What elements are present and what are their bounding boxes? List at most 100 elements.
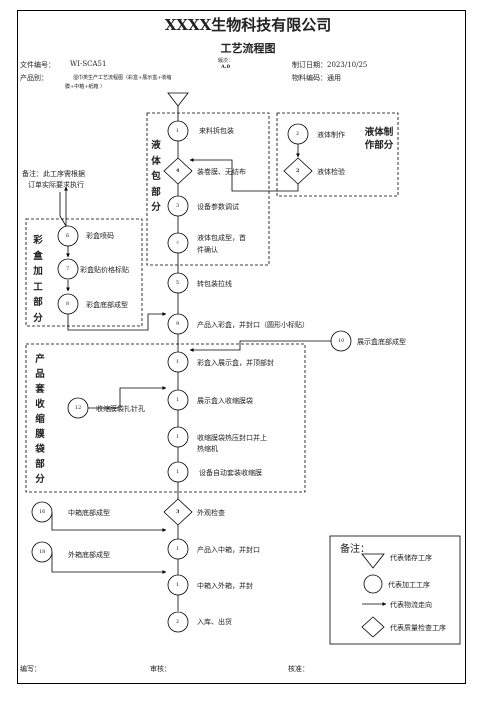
node-num: 4 [176,240,180,246]
node-circle-5 [167,272,189,294]
section-box-liquid-pack [146,112,270,266]
section-box-liquid-make [276,112,399,197]
version-label: 版次： [218,58,234,64]
liquid-node-label: 液体检验 [317,168,345,176]
legend-box [329,535,461,645]
colorbox-node-label: 彩盒喷码 [86,232,114,240]
node-label: 产品入中箱，并封口 [197,546,260,554]
node-num: 4 [176,168,180,174]
side-node-label: 收缩膜袋扎针孔 [96,405,145,413]
node-label: 装卷膜、无纺布 [197,168,246,176]
footer-prepared: 编写： [20,665,41,673]
node-circle-14 [167,611,189,633]
section-box-shrink [25,343,306,493]
node-label: 设备自动套装收缩膜 [199,469,262,477]
node-label: 中箱入外箱，并封 [197,582,253,590]
colorbox-node-num: 6 [66,233,70,239]
side-node-label: 中箱底部成型 [68,509,110,517]
side-node-label: 展示盒底部成型 [357,338,406,346]
node-label: 展示盒入收缩膜袋 [197,397,253,405]
legend-triangle-icon [361,553,385,569]
node-diamond-11 [163,498,193,526]
version-value: A.0 [221,64,231,70]
node-num: 1 [176,128,180,134]
legend-label-flow: 代表物流走向 [390,601,432,609]
node-num: 2 [176,619,180,625]
node-num: 3 [176,203,180,209]
date-label: 制订日期：2023/10/25 [292,61,368,69]
colorbox-node-label: 彩盒贴价格标贴 [80,266,129,274]
liquid-node-circle-1 [287,123,309,145]
section-title-liquid-pack: 液体包部分 [151,140,161,213]
colorbox-node-circle-2 [57,258,79,280]
node-num: 9 [176,321,180,327]
liquid-node-num: 2 [296,131,300,137]
node-num: 1 [176,582,180,588]
colorbox-node-circle-1 [57,225,79,247]
document-frame [17,10,466,684]
product-value-line1: 湿巾类生产工艺流程图（彩盒+展示盒+收缩 [73,75,172,81]
side-node-num: 18 [39,549,46,555]
node-num: 3 [176,509,180,515]
node-label: 收缩膜袋热压封口并上 [197,434,267,442]
node-label: 转包装拉线 [197,280,232,288]
node-label: 入库、出货 [197,618,232,626]
side-node-circle-18 [31,541,53,563]
side-node-num: 16 [39,509,46,515]
side-node-num: 12 [75,405,82,411]
product-label: 产品别： [20,74,48,82]
storage-triangle [167,92,189,107]
colorbox-node-label: 彩盒底部成型 [86,301,128,309]
node-label-line2: 热缩机 [197,445,218,453]
section-title-shrink: 产品套收缩膜袋部分 [35,354,45,485]
node-label: 来料拆包装 [199,127,234,135]
node-num: 1 [176,397,180,403]
doc-no-value: WI-SCA51 [70,60,107,68]
node-num: 1 [176,434,180,440]
node-circle-8 [167,389,189,411]
doc-no-label: 文件编号： [20,61,55,69]
node-diamond-2 [163,157,193,185]
section-title-liquid-make: 液体制作部分 [364,127,394,151]
company-name: XXXX生物科技有限公司 [164,16,332,34]
node-label: 外观检查 [197,509,225,517]
node-label: 彩盒入展示盒，并顶部封 [197,359,274,367]
section-title-colorbox: 彩盒加工部分 [33,235,43,324]
liquid-node-num: 2 [296,168,300,174]
legend-label-inspection: 代表质量检查工序 [390,624,446,632]
node-circle-12 [167,538,189,560]
legend-title: 备注： [340,544,370,555]
node-label-line2: 件确认 [197,246,218,254]
node-num: 1 [176,546,180,552]
node-circle-1 [167,120,189,142]
node-num: 5 [176,280,180,286]
colorbox-node-num: 8 [66,301,70,307]
section-box-colorbox [25,218,143,327]
node-circle-9 [167,426,189,448]
diagram-title: 工艺流程图 [220,42,276,55]
material-label: 物料编码：通用 [292,74,341,82]
liquid-node-label: 液体制作 [317,131,345,139]
legend-circle-icon [363,574,383,594]
side-node-circle-16 [31,501,53,523]
side-node-circle-12 [67,397,89,419]
product-value-line2: 膜+中箱+纸箱 ） [65,84,105,90]
footer-approved: 核准： [288,665,309,673]
side-node-num: 10 [338,338,345,344]
legend-label-storage: 代表储存工序 [390,554,432,562]
node-label: 液体包成型，首 [197,234,246,242]
side-node-label: 外箱底部成型 [68,551,110,559]
colorbox-node-num: 7 [66,266,70,272]
node-circle-6 [167,313,189,335]
node-circle-10 [167,461,189,483]
node-num: 1 [176,359,180,365]
note-line2: 订单实际要求执行 [28,181,84,189]
node-circle-7 [167,351,189,373]
node-label: 设备参数调试 [197,203,239,211]
footer-reviewed: 审核： [150,665,171,673]
side-node-circle-10 [330,330,352,352]
node-circle-3 [167,195,189,217]
node-circle-4 [167,232,189,254]
legend-label-process: 代表加工工序 [388,581,430,589]
